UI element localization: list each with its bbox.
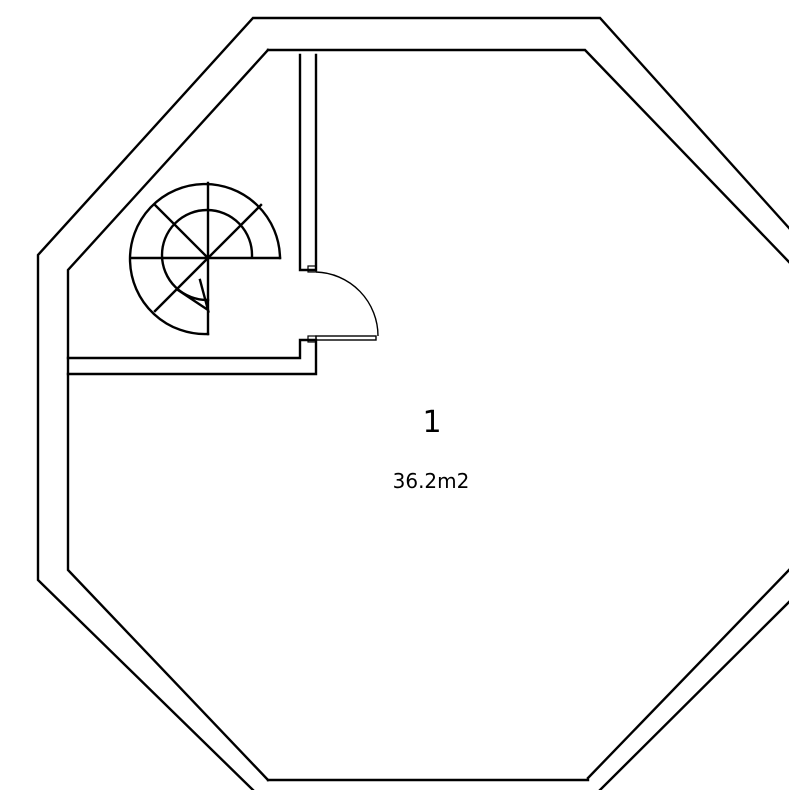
exterior-wall-inner-left: [66, 48, 270, 782]
room-number-label: 1: [422, 405, 441, 440]
door-swing-arc: [315, 271, 379, 337]
stair-tread-diagonal-c: [153, 256, 210, 313]
room-area-label: 36.2m2: [393, 469, 470, 493]
exterior-wall-group: [36, 16, 789, 790]
exterior-wall-inner-right-lower: [586, 568, 789, 780]
partition-lower-left: [66, 338, 318, 376]
partition-vertical-upper: [298, 53, 318, 272]
exterior-wall-inner: [266, 48, 789, 264]
door-leaf: [315, 335, 377, 341]
door-swing-group: [315, 271, 379, 341]
stair-direction-arrow: [176, 278, 210, 313]
door-jamb-top: [307, 265, 317, 273]
stair-tread-diagonal-b: [206, 203, 263, 260]
exterior-wall-outer-right-fragment: [598, 600, 789, 790]
stair-tread-diagonal-a: [153, 203, 210, 260]
exterior-wall-outer: [36, 16, 789, 790]
spiral-stair-outer-arc: [128, 182, 282, 336]
spiral-stair-group: [128, 181, 282, 336]
interior-partition-group: [66, 53, 318, 376]
